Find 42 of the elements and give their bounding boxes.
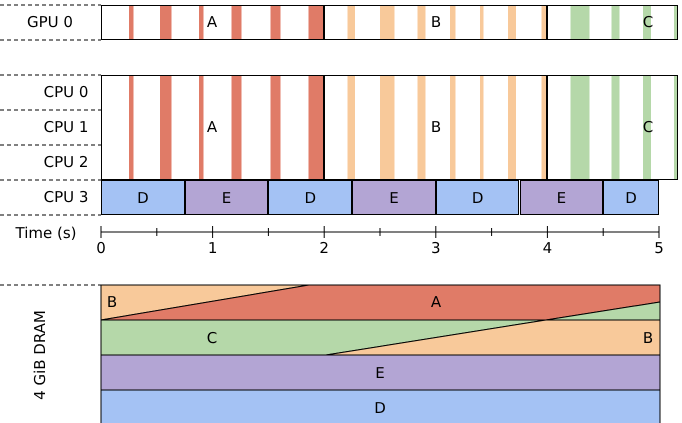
tick-label: 1 <box>208 239 218 257</box>
task-block: E <box>520 180 604 215</box>
task-block: D <box>603 180 659 215</box>
row-label: CPU 3 <box>44 188 88 206</box>
memory-region <box>101 355 660 390</box>
task-block <box>101 75 324 180</box>
axis-title: 4 GiB DRAM <box>31 310 49 400</box>
row-label: CPU 0 <box>44 83 88 101</box>
tick-label: 3 <box>431 239 441 257</box>
task-block <box>547 5 678 40</box>
memory-region <box>101 390 660 423</box>
tick-label: 5 <box>654 239 664 257</box>
memory-region <box>101 285 660 320</box>
task-label: C <box>642 13 654 31</box>
task-label: B <box>430 13 442 31</box>
row-label: CPU 1 <box>44 118 88 136</box>
task-block <box>547 75 678 180</box>
task-block: D <box>436 180 520 215</box>
task-label: A <box>206 13 218 31</box>
region-label: D <box>374 399 386 417</box>
region-label: E <box>375 364 385 382</box>
row-label: CPU 2 <box>44 153 88 171</box>
task-block: D <box>101 180 185 215</box>
task-block <box>101 5 324 40</box>
task-label: B <box>430 118 442 136</box>
tick-label: 4 <box>542 239 552 257</box>
region-label: B <box>642 329 654 347</box>
task-block <box>324 75 548 180</box>
task-label: A <box>206 118 218 136</box>
axis-title: Time (s) <box>16 224 76 242</box>
tick-label: 0 <box>96 239 106 257</box>
region-label: B <box>106 293 118 311</box>
task-block: E <box>184 180 268 215</box>
row-label: GPU 0 <box>27 13 73 31</box>
region-label: C <box>206 329 218 347</box>
task-block: E <box>352 180 436 215</box>
region-label: A <box>430 293 442 311</box>
memory-region <box>101 285 309 320</box>
task-label: C <box>642 118 654 136</box>
task-block: D <box>268 180 352 215</box>
tick-label: 2 <box>319 239 329 257</box>
task-block <box>324 5 548 40</box>
